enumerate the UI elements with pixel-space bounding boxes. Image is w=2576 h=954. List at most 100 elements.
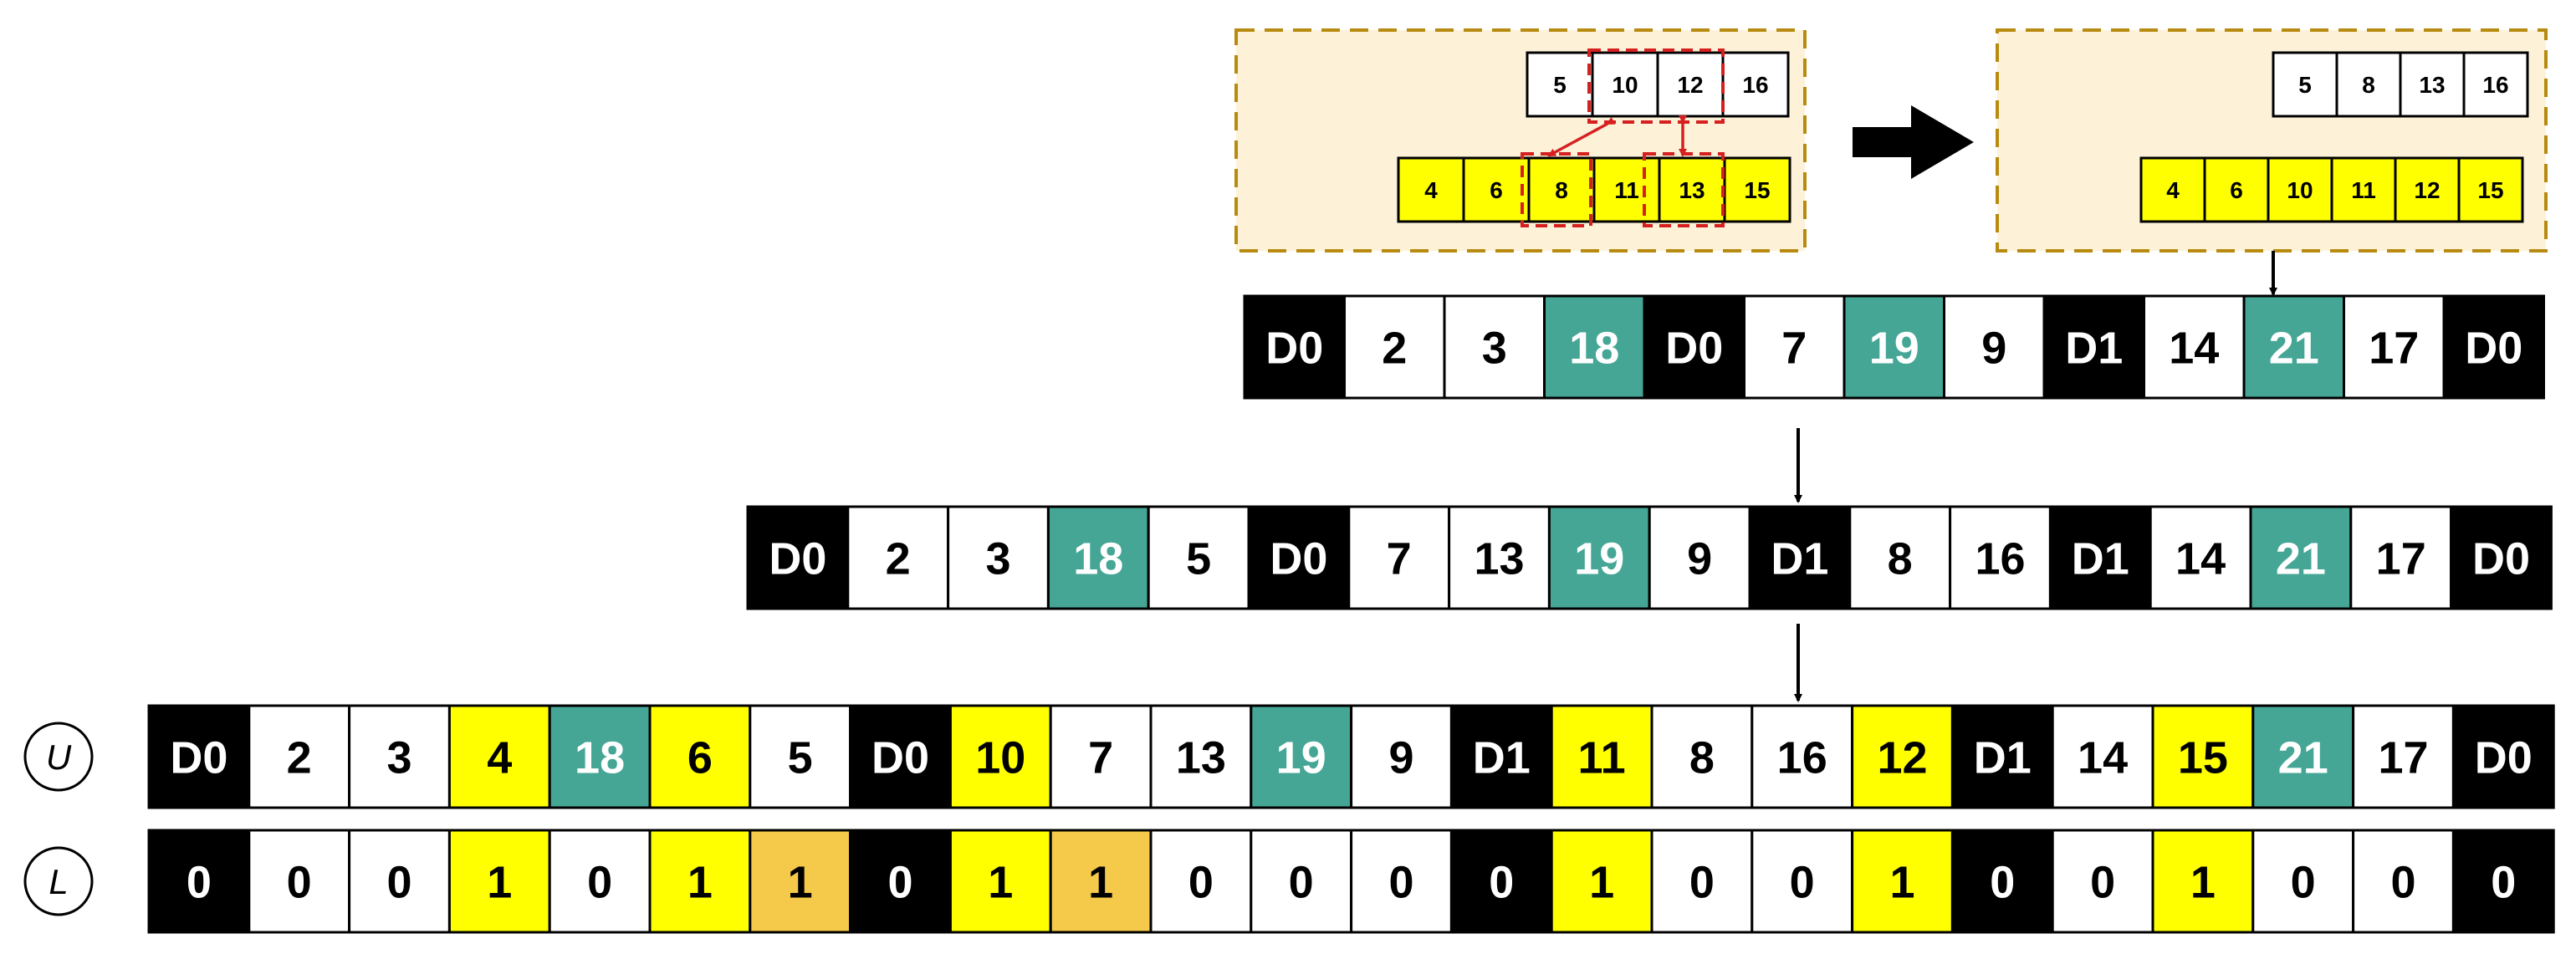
- panel-after-top-cell-label: 16: [2482, 72, 2508, 98]
- row1-cell-label: D0: [1265, 323, 1323, 373]
- row2-cell: 16: [1949, 505, 2052, 610]
- panel-before-bottom-cell-label: 11: [1614, 177, 1639, 203]
- row-l-cell: 0: [1751, 829, 1854, 934]
- row-l-cell-label: 0: [2090, 857, 2115, 907]
- row-u-cell-label: 5: [788, 732, 813, 783]
- row-u-cell-box: [1149, 704, 1253, 809]
- row-u-cell-label: D0: [2475, 732, 2533, 783]
- row-u-cell: 5: [749, 704, 852, 809]
- row-u-cell-box: [2251, 704, 2355, 809]
- panel-after-bottom-cell-label: 6: [2230, 177, 2243, 203]
- row2-cell-label: 14: [2175, 533, 2226, 584]
- row2-cell-label: 17: [2376, 533, 2426, 584]
- row1-cell-box: [2442, 294, 2545, 400]
- row2-cell-box: [846, 505, 950, 610]
- row2-cell-label: 5: [1186, 533, 1211, 584]
- row2-cell: D0: [2450, 505, 2553, 610]
- row-u-cell-box: [1350, 704, 1453, 809]
- row1-cell-box: [1743, 294, 1846, 400]
- row1-cell-label: 21: [2269, 323, 2319, 373]
- row-l-cell-box: [1950, 829, 2054, 934]
- row2-cell-label: 7: [1387, 533, 1412, 584]
- panel-before-bottom-cell: 8: [1527, 156, 1596, 223]
- panel-after-bottom-cell: 12: [2394, 156, 2461, 223]
- panel-after-top-cell: 5: [2272, 51, 2338, 118]
- row-u-cell: D0: [2451, 704, 2555, 809]
- row-l-cell: 0: [348, 829, 451, 934]
- row2-cell: 2: [846, 505, 950, 610]
- row2-cell-box: [1448, 505, 1551, 610]
- row-u-cell: 10: [948, 704, 1052, 809]
- panel-before-bottom-cell-label: 15: [1744, 177, 1770, 203]
- row-l-cell-box: [147, 829, 251, 934]
- row2-cell-label: 2: [886, 533, 911, 584]
- row-l-cell-label: 0: [1689, 857, 1715, 907]
- row2-cell-label: D0: [769, 533, 826, 584]
- row-l-cell: 0: [2051, 829, 2154, 934]
- row-u-cell: 11: [1550, 704, 1653, 809]
- row-u-cell: 3: [348, 704, 451, 809]
- panel-after-bottom-cell-label: 4: [2166, 177, 2180, 203]
- row-l-cell-box: [1751, 829, 1854, 934]
- row2-cell-label: D1: [1771, 533, 1828, 584]
- panel-after-bottom-cell-label: 11: [2351, 177, 2376, 203]
- row-u-cell-label: D1: [1473, 732, 1531, 783]
- row1-cell-box: [2242, 294, 2345, 400]
- row-l-cell-label: 1: [487, 857, 512, 907]
- row1-cell-box: [1243, 294, 1346, 400]
- row2-cell: 7: [1347, 505, 1451, 610]
- panel-after-top-cell-label: 8: [2362, 72, 2375, 98]
- row-l-cell-label: 0: [2491, 857, 2516, 907]
- row-u-cell-label: 11: [1578, 732, 1626, 783]
- panel-before-bottom-cell-box: [1592, 156, 1661, 223]
- row1-cell: 2: [1343, 294, 1446, 400]
- row2-cell-label: 16: [1975, 533, 2025, 584]
- panel-before-bottom-cell: 4: [1397, 156, 1465, 223]
- row2-cell: 5: [1147, 505, 1250, 610]
- row1-cell: 19: [1843, 294, 1945, 400]
- row-u-cell-label: 2: [287, 732, 312, 783]
- row-l-cell: 0: [147, 829, 251, 934]
- row2-cell: 8: [1848, 505, 1952, 610]
- row-l-cell-label: 0: [887, 857, 912, 907]
- panel-before-top-cell-box: [1656, 51, 1725, 118]
- row-u-cell: 13: [1149, 704, 1253, 809]
- row-label-l: L: [23, 846, 94, 916]
- row2-cell-box: [2450, 505, 2553, 610]
- row2-cell-label: D0: [2472, 533, 2530, 584]
- panel-before-bottom-cell: 13: [1658, 156, 1726, 223]
- panel-after-bottom-cell-box: [2139, 156, 2206, 223]
- row-l-cell-label: 1: [1088, 857, 1113, 907]
- row1-cell-label: D0: [2465, 323, 2522, 373]
- panel-after-bottom-cell-box: [2457, 156, 2524, 223]
- row2-cell-label: 19: [1574, 533, 1624, 584]
- row-u-cell-label: 21: [2278, 732, 2328, 783]
- row-u-cell: D0: [849, 704, 952, 809]
- row-l-cell-label: 0: [1489, 857, 1514, 907]
- row-u-cell-box: [2451, 704, 2555, 809]
- row-u-cell-box: [1550, 704, 1653, 809]
- row2-cell-label: D1: [2072, 533, 2129, 584]
- panel-before-bottom-cell-label: 4: [1424, 177, 1438, 203]
- row-label-u-text: U: [46, 737, 72, 777]
- row1-cell-label: 2: [1382, 323, 1407, 373]
- panel-before-bottom-cell-label: 8: [1555, 177, 1568, 203]
- row-u-cell-box: [1250, 704, 1353, 809]
- panel-after-bottom-cell: 4: [2139, 156, 2206, 223]
- row-l-cell-label: 0: [386, 857, 411, 907]
- row2-cell: D1: [1748, 505, 1852, 610]
- panel-after-bottom-cell-label: 12: [2414, 177, 2440, 203]
- row-l-cell-label: 0: [587, 857, 612, 907]
- row-u-cell-label: 18: [575, 732, 625, 783]
- row2-cell: 17: [2349, 505, 2453, 610]
- row2-cell: D0: [1247, 505, 1351, 610]
- row1-cell: 14: [2143, 294, 2246, 400]
- row2-cell-label: 3: [985, 533, 1010, 584]
- row-u-cell-label: 7: [1088, 732, 1113, 783]
- row-l-cell-box: [248, 829, 351, 934]
- row-u-cell: 8: [1650, 704, 1754, 809]
- row1-cell-label: 3: [1482, 323, 1507, 373]
- row1-cell: D0: [1243, 294, 1346, 400]
